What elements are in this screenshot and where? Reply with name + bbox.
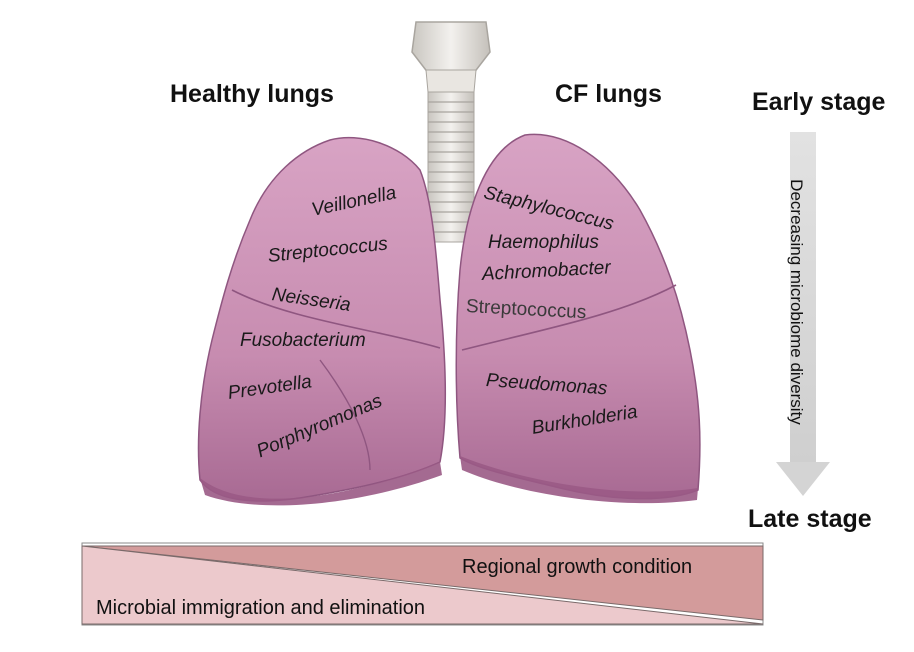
- trachea: [411, 21, 491, 243]
- diversity-arrow: [776, 132, 830, 496]
- gradient-wedges: [81, 542, 764, 626]
- late-stage-heading: Late stage: [748, 505, 872, 533]
- healthy-lungs-heading: Healthy lungs: [170, 80, 334, 108]
- immigration-elimination-label: Microbial immigration and elimination: [96, 597, 426, 619]
- left-lung: [197, 136, 447, 506]
- regional-growth-label: Regional growth condition: [462, 556, 693, 578]
- right-lung: [455, 133, 701, 504]
- early-stage-heading: Early stage: [752, 88, 886, 116]
- diversity-arrow-label: Decreasing microbiome diversity: [787, 179, 806, 425]
- cf-lungs-heading: CF lungs: [555, 80, 662, 108]
- healthy-bacterium-label: Fusobacterium: [240, 330, 366, 351]
- cf-bacterium-label: Haemophilus: [488, 232, 599, 253]
